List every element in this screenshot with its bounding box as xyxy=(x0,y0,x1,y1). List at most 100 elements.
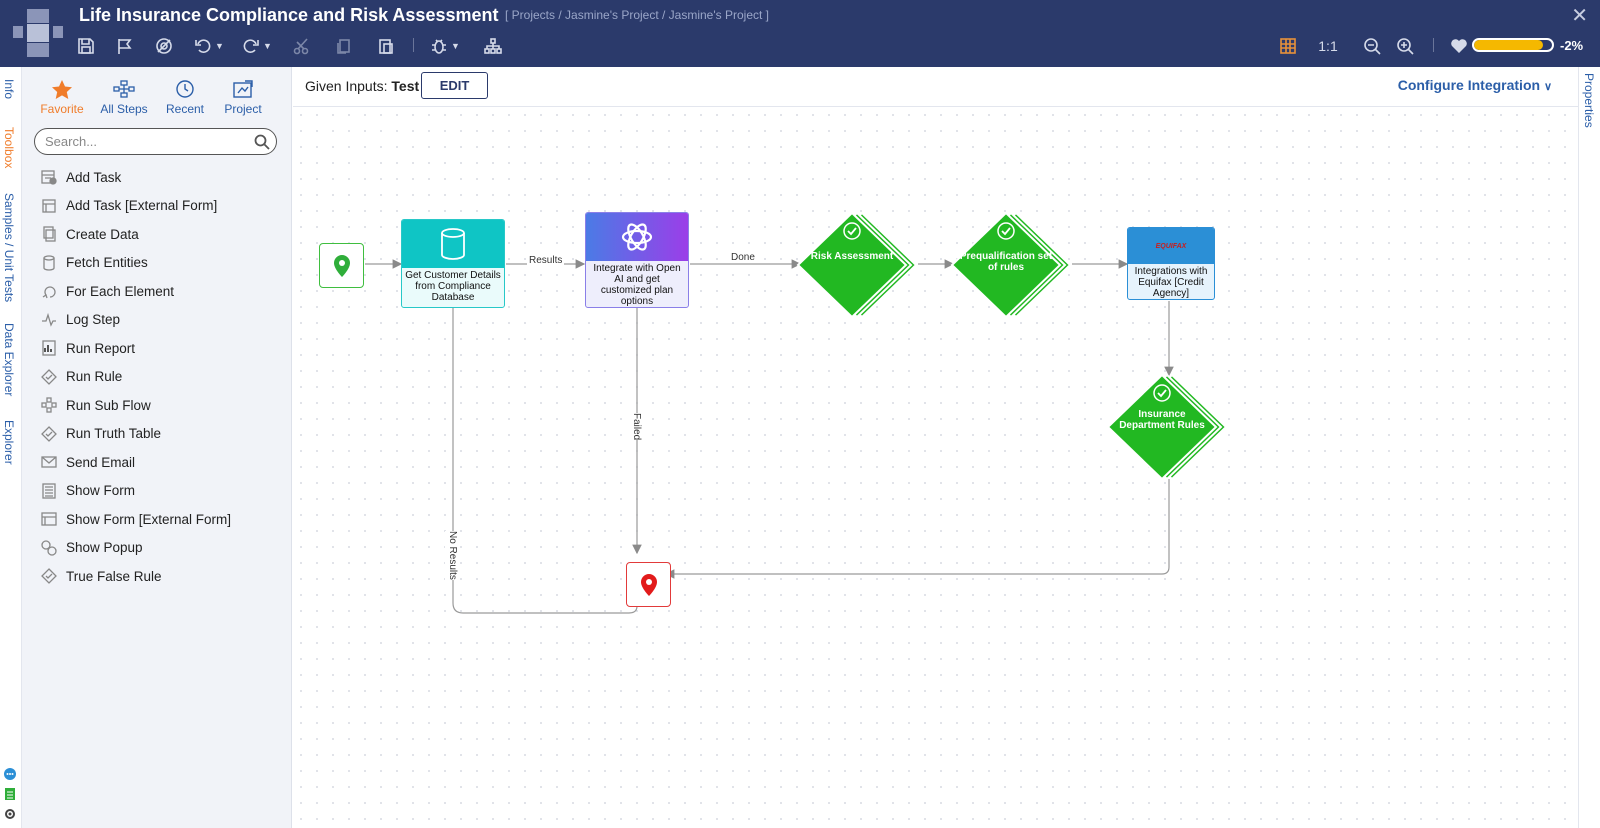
chevron-down-icon: ∨ xyxy=(1543,81,1552,93)
tool-label: Add Task xyxy=(66,169,122,185)
insurance-department-rule-shape xyxy=(1106,373,1228,481)
actual-size-button[interactable]: 1:1 xyxy=(1318,38,1338,54)
tool-run-truth-table[interactable]: Run Truth Table xyxy=(40,420,290,449)
tool-run-rule[interactable]: Run Rule xyxy=(40,363,290,392)
prequalification-rule-shape xyxy=(950,211,1072,319)
given-inputs-value: Test xyxy=(391,78,420,94)
end-node[interactable] xyxy=(626,562,671,607)
tool-label: Fetch Entities xyxy=(66,255,148,271)
flow-connectors xyxy=(365,211,1228,614)
step-get-customer-details[interactable]: Get Customer Details from Compliance Dat… xyxy=(401,219,505,308)
toolbox-tab-label: All Steps xyxy=(100,102,148,116)
given-inputs-label: Given Inputs: xyxy=(305,78,388,94)
toolbox-search xyxy=(34,128,277,155)
undo-icon[interactable]: ▼ xyxy=(192,34,226,58)
project-icon xyxy=(233,80,253,98)
tab-data-explorer[interactable]: Data Explorer xyxy=(2,323,16,397)
tool-create-data[interactable]: Create Data xyxy=(40,220,290,249)
tool-send-email[interactable]: Send Email xyxy=(40,448,290,477)
app-header: Life Insurance Compliance and Risk Asses… xyxy=(0,0,1600,67)
configure-integration-dropdown[interactable]: Configure Integration ∨ xyxy=(1398,77,1552,93)
tool-label: Show Form xyxy=(66,483,136,499)
save-icon[interactable] xyxy=(76,34,96,58)
tool-run-report[interactable]: Run Report xyxy=(40,334,290,363)
toolbox-tab-project[interactable]: Project xyxy=(212,79,274,116)
tool-add-task[interactable]: Add Task xyxy=(40,163,290,192)
tool-show-popup[interactable]: Show Popup xyxy=(40,534,290,563)
debug-target-icon[interactable] xyxy=(154,34,174,58)
step-header xyxy=(402,220,504,268)
map-pin-icon xyxy=(333,254,350,277)
tool-fetch-entities[interactable]: Fetch Entities xyxy=(40,249,290,278)
cut-icon[interactable] xyxy=(292,34,312,58)
start-node[interactable] xyxy=(319,243,364,288)
flow-canvas[interactable]: Get Customer Details from Compliance Dat… xyxy=(293,107,1578,828)
tool-label: Run Rule xyxy=(66,369,123,385)
loop-icon xyxy=(40,282,58,300)
tool-run-sub-flow[interactable]: Run Sub Flow xyxy=(40,391,290,420)
settings-gear-icon[interactable] xyxy=(3,807,17,821)
rule-insurance-department-label[interactable]: Insurance Department Rules xyxy=(1119,409,1205,431)
edge-label-failed: Failed xyxy=(629,413,644,441)
toolbox-tab-recent[interactable]: Recent xyxy=(154,79,216,116)
form-icon xyxy=(40,482,58,500)
step-label: Integrations with Equifax [Credit Agency… xyxy=(1134,266,1208,299)
rule-risk-assessment-label[interactable]: Risk Assessment xyxy=(810,251,894,262)
toolbar-divider xyxy=(1433,38,1434,52)
bug-icon[interactable]: ▼ xyxy=(428,34,462,58)
database-icon xyxy=(441,228,465,260)
flag-icon[interactable] xyxy=(115,34,135,58)
zoom-out-icon[interactable] xyxy=(1362,34,1382,58)
toolbox-tab-all-steps[interactable]: All Steps xyxy=(93,79,155,116)
toolbox-panel: Favorite All Steps Recent Project Add Ta… xyxy=(22,67,292,828)
edge-label-results: Results xyxy=(527,255,565,266)
step-header xyxy=(586,213,688,261)
grid-icon[interactable] xyxy=(1278,34,1298,58)
tool-label: Send Email xyxy=(66,454,136,470)
edge-label-done: Done xyxy=(729,252,757,263)
hierarchy-icon[interactable] xyxy=(483,34,503,58)
sheet-icon[interactable] xyxy=(3,787,17,801)
redo-icon[interactable]: ▼ xyxy=(240,34,274,58)
app-logo-icon[interactable] xyxy=(10,6,66,60)
tool-log-step[interactable]: Log Step xyxy=(40,306,290,335)
paste-icon[interactable] xyxy=(376,34,396,58)
tool-for-each-element[interactable]: For Each Element xyxy=(40,277,290,306)
health-progress-bar xyxy=(1472,38,1554,52)
given-inputs: Given Inputs: Test xyxy=(305,78,419,94)
tab-properties[interactable]: Properties xyxy=(1582,73,1596,128)
database-icon xyxy=(40,254,58,272)
close-icon[interactable]: ✕ xyxy=(1571,5,1588,27)
chat-icon[interactable] xyxy=(3,767,17,781)
step-integrations-equifax[interactable]: EQUIFAX Integrations with Equifax [Credi… xyxy=(1127,227,1215,300)
edit-inputs-button[interactable]: EDIT xyxy=(421,72,488,99)
copy-icon[interactable] xyxy=(334,34,354,58)
rule-prequalification-label[interactable]: Prequalification set of rules xyxy=(959,251,1053,273)
search-icon[interactable] xyxy=(254,134,270,150)
tab-info[interactable]: Info xyxy=(2,79,16,100)
step-integrate-openai[interactable]: Integrate with Open AI and get customize… xyxy=(585,212,689,308)
tool-show-form[interactable]: Show Form xyxy=(40,477,290,506)
tool-label: Run Report xyxy=(66,340,136,356)
external-form-icon xyxy=(40,510,58,528)
tab-toolbox[interactable]: Toolbox xyxy=(2,127,16,169)
truth-table-icon xyxy=(40,425,58,443)
step-header: EQUIFAX xyxy=(1128,228,1214,264)
zoom-in-icon[interactable] xyxy=(1395,34,1415,58)
edge-insurance-to-end xyxy=(664,479,1170,579)
heart-icon xyxy=(1449,34,1469,58)
tool-true-false-rule[interactable]: True False Rule xyxy=(40,562,290,591)
tool-label: Add Task [External Form] xyxy=(66,198,218,214)
tool-show-form-external-form[interactable]: Show Form [External Form] xyxy=(40,505,290,534)
tab-samples-unit-tests[interactable]: Samples / Unit Tests xyxy=(2,193,16,303)
tool-add-task-external-form[interactable]: Add Task [External Form] xyxy=(40,192,290,221)
toolbox-tab-favorite[interactable]: Favorite xyxy=(31,79,93,116)
tool-label: For Each Element xyxy=(66,283,175,299)
toolbox-search-input[interactable] xyxy=(45,133,245,150)
report-icon xyxy=(40,339,58,357)
breadcrumb[interactable]: [ Projects / Jasmine's Project / Jasmine… xyxy=(505,8,769,22)
all-steps-icon xyxy=(113,80,135,98)
pulse-icon xyxy=(40,311,58,329)
toolbox-list: Add Task Add Task [External Form] Create… xyxy=(40,163,290,591)
tab-explorer[interactable]: Explorer xyxy=(2,420,16,465)
